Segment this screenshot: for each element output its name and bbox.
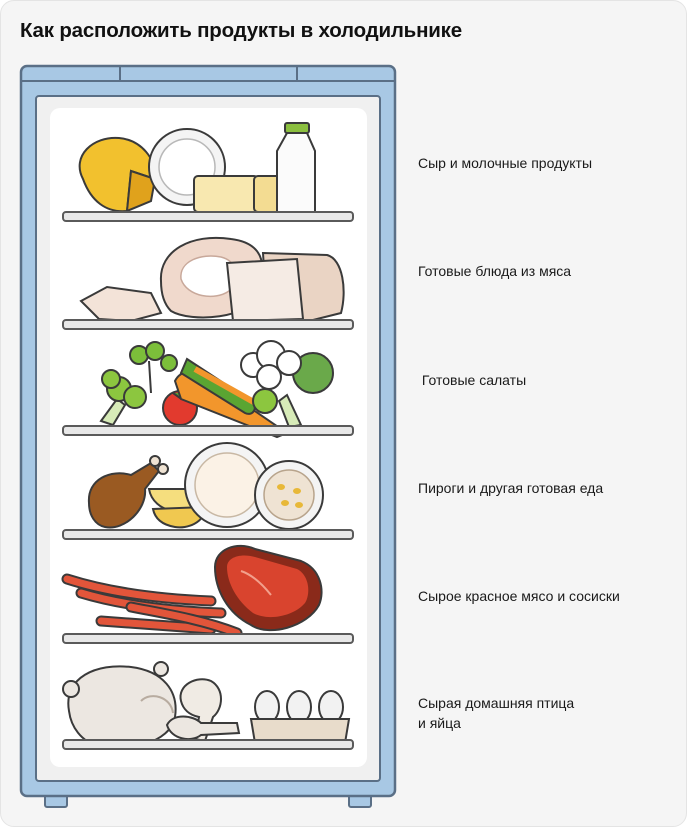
cheese-and-dairy-food-group [62, 122, 354, 222]
meat-block-icon [225, 257, 305, 323]
chicken-drumstick-icon [165, 678, 241, 743]
shelf-label-poultry-line-1: Сырая домашняя птица [418, 695, 575, 711]
sausages-icon [61, 573, 243, 639]
broccoli-icon [99, 369, 147, 427]
shelf-4 [62, 529, 354, 540]
shelf-5 [62, 633, 354, 644]
parsley-icon [129, 341, 178, 394]
egg-carton-icon [249, 690, 351, 744]
raw-meat-food-group [61, 544, 354, 644]
salads-food-group [62, 340, 354, 439]
cauliflower-icon [240, 340, 334, 429]
shelf-2 [62, 319, 354, 330]
shelf-label-cooked-meat: Готовые блюда из мяса [418, 263, 572, 279]
cooked-meat-food-group [62, 236, 354, 330]
shelf-label-raw-meat: Сырое красное мясо и сосиски [418, 588, 620, 604]
shelf-1 [62, 211, 354, 222]
shelf-label-dairy: Сыр и молочные продукты [418, 155, 593, 171]
pies-food-group [62, 442, 354, 540]
poultry-food-group [62, 661, 354, 750]
steak-icon [213, 544, 323, 632]
shelf-3 [62, 425, 354, 436]
milk-bottle-icon [276, 122, 316, 214]
shelf-label-poultry-line-2: и яйца [418, 715, 461, 731]
casserole-icon [254, 460, 324, 530]
chicken-leg-icon [87, 455, 169, 529]
page-title: Как расположить продукты в холодильнике [20, 19, 462, 42]
cheese-wheel-icon [78, 136, 157, 213]
shelf-label-salads: Готовые салаты [418, 372, 527, 388]
shelf-label-poultry: Сырая домашняя птица и яйца [418, 693, 574, 733]
shelf-label-pies: Пироги и другая готовая еда [418, 480, 604, 496]
pie-plate-icon [184, 442, 270, 528]
shelf-6 [62, 739, 354, 750]
butter-block-icon [193, 175, 285, 213]
